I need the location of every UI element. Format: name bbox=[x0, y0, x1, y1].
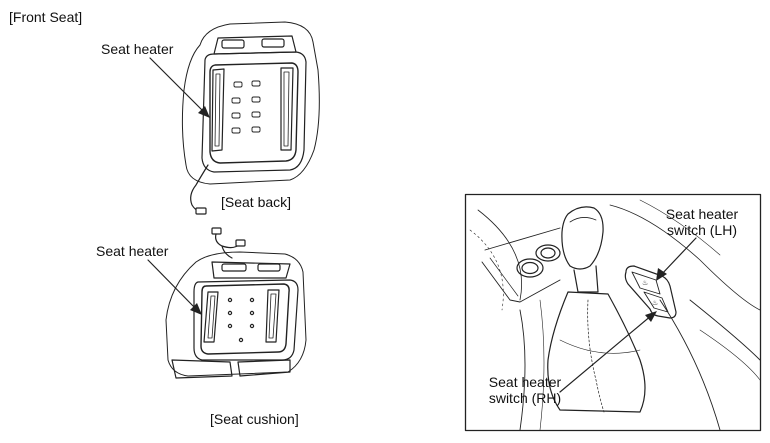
switch-rh-label-line1: Seat heater bbox=[488, 374, 562, 390]
seat-back-caption: [Seat back] bbox=[221, 194, 292, 210]
switch-rh-label: Seat heater switch (RH) bbox=[484, 374, 566, 406]
svg-text:♨: ♨ bbox=[642, 279, 648, 287]
switch-rh-label-line2: switch (RH) bbox=[488, 390, 562, 406]
switch-lh-label-line1: Seat heater bbox=[665, 206, 739, 222]
switch-panel-drawing: ♨ ♨ bbox=[464, 193, 762, 432]
switch-lh-label: Seat heater switch (LH) bbox=[660, 206, 744, 238]
switch-lh-label-line2: switch (LH) bbox=[666, 222, 737, 238]
leader-lines-left bbox=[147, 57, 210, 315]
section-label: [Front Seat] bbox=[9, 9, 83, 25]
seat-back-drawing bbox=[181, 21, 320, 215]
seat-back-heater-label: Seat heater bbox=[101, 41, 174, 57]
seat-cushion-heater-label: Seat heater bbox=[96, 243, 169, 259]
svg-text:♨: ♨ bbox=[652, 299, 658, 307]
seat-cushion-caption: [Seat cushion] bbox=[210, 411, 299, 427]
seat-cushion-drawing bbox=[165, 227, 307, 379]
